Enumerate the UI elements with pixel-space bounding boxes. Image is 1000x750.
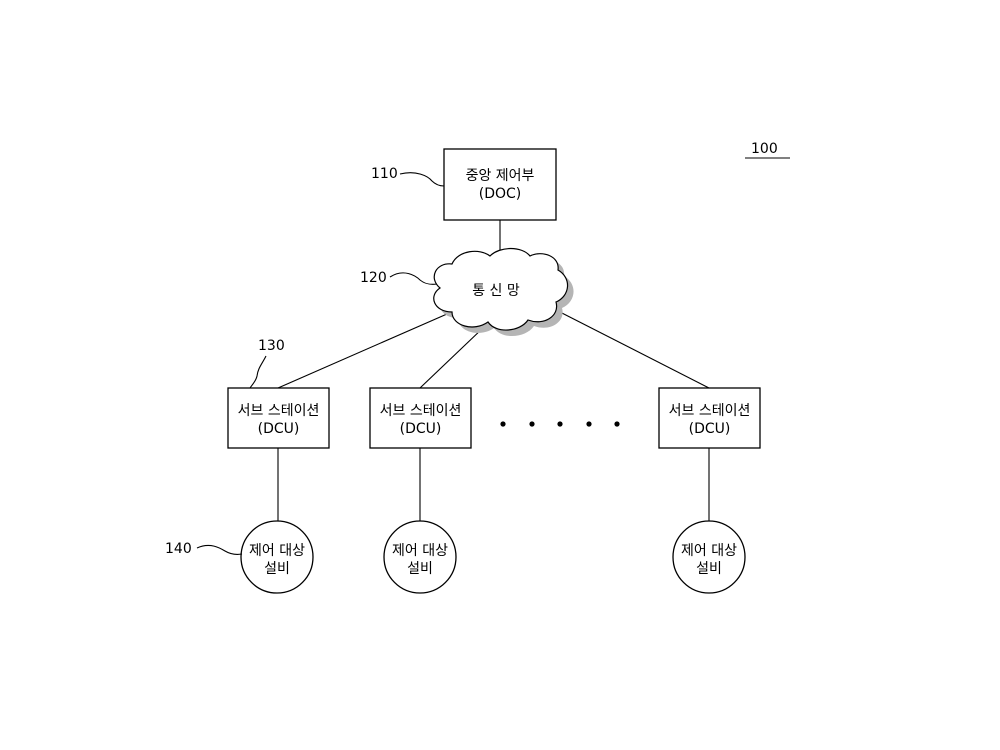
equipment-3-label-line1: 제어 대상 [681,543,737,559]
equipment-3-label-line2: 설비 [696,561,722,577]
central-controller-label-line1: 중앙 제어부 [466,168,535,184]
central-controller-box [444,149,556,220]
substation-node-1: 서브 스테이션 (DCU) [228,388,329,448]
substation-3-label-line1: 서브 스테이션 [669,403,751,419]
equipment-node-3: 제어 대상 설비 [673,521,745,593]
substation-2-label-line1: 서브 스테이션 [380,403,462,419]
ellipsis-dot-1 [500,421,505,426]
substation-ref-leader [250,356,266,388]
edge-network-substation-1 [278,314,447,388]
substation-ref-label: 130 [258,338,285,354]
equipment-2-label-line1: 제어 대상 [392,543,448,559]
system-ref-label: 100 [751,141,778,157]
substation-node-2: 서브 스테이션 (DCU) [370,388,471,448]
ellipsis-dot-3 [557,421,562,426]
central-controller-label-line2: (DOC) [479,186,522,202]
substation-2-label-line2: (DCU) [400,421,442,437]
equipment-1-label-line1: 제어 대상 [249,543,305,559]
substation-ellipsis: • • • • • [500,418,619,434]
substation-1-label-line2: (DCU) [258,421,300,437]
substation-1-label-line1: 서브 스테이션 [238,403,320,419]
equipment-ref-leader [197,545,242,554]
substation-3-label-line2: (DCU) [689,421,731,437]
network-label: 통 신 망 [472,283,520,299]
equipment-1-label-line2: 설비 [264,561,290,577]
equipment-node-1: 제어 대상 설비 [241,521,313,593]
ellipsis-dot-4 [586,421,591,426]
substation-node-3: 서브 스테이션 (DCU) [659,388,760,448]
equipment-2-label-line2: 설비 [407,561,433,577]
network-ref-label: 120 [360,270,387,286]
ellipsis-dot-5 [614,421,619,426]
central-controller-ref-leader [400,173,444,186]
network-cloud-node: 통 신 망 [434,249,574,337]
edge-network-substation-3 [556,310,709,388]
equipment-ref-label: 140 [165,541,192,557]
edge-network-substation-2 [420,327,484,388]
ellipsis-dot-2 [529,421,534,426]
equipment-node-2: 제어 대상 설비 [384,521,456,593]
central-controller-node: 중앙 제어부 (DOC) [444,149,556,220]
network-ref-leader [390,273,437,284]
central-controller-ref-label: 110 [371,166,398,182]
